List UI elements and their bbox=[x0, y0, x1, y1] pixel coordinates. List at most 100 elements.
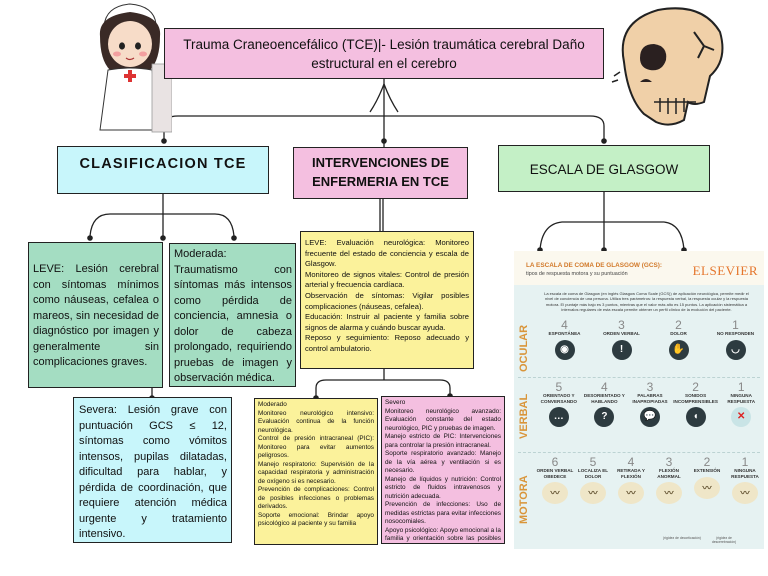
figure-icon: 〰 bbox=[694, 476, 720, 499]
gcs-label: ORDEN VERBAL OBEDECE bbox=[536, 468, 574, 479]
intervencion-moderado-item: Manejo respiratorio: Supervisión de la c… bbox=[258, 460, 374, 485]
intervencion-leve-item: Reposo y seguimiento: Reposo adecuado y … bbox=[305, 333, 469, 353]
intervencion-severo: Severo Monitoreo neurológico avanzado: E… bbox=[381, 396, 505, 544]
gcs-label: ESPONTÁNEA bbox=[548, 331, 581, 336]
infographic-subtitle: tipos de respuesta motora y su puntuació… bbox=[526, 271, 628, 277]
gcs-score: 3 bbox=[646, 380, 654, 394]
gcs-score: 1 bbox=[732, 318, 739, 332]
skull-illustration bbox=[611, 7, 724, 126]
gcs-score: 2 bbox=[692, 380, 699, 394]
intervencion-leve-item: Monitoreo de signos vitales: Control de … bbox=[305, 269, 469, 290]
question-icon: ? bbox=[594, 407, 615, 427]
intervencion-moderado-item: Moderado bbox=[258, 401, 287, 408]
intervencion-leve: LEVE: Evaluación neurológica: Monitoreo … bbox=[300, 231, 474, 369]
intervencion-moderado-item: Control de presión intracraneal (PIC): M… bbox=[258, 435, 374, 459]
gcs-label: RETIRADA Y FLEXIÓN bbox=[617, 468, 645, 479]
gcs-score: 2 bbox=[703, 455, 711, 469]
intervencion-severo-item: Soporte respiratorio avanzado: Manejo de… bbox=[385, 450, 501, 474]
clasificacion-severa: Severa: Lesión grave con puntuación GCS … bbox=[73, 397, 232, 543]
clasificacion-heading: CLASIFICACION TCE bbox=[57, 146, 269, 194]
gcs-section-ocular: OCULAR bbox=[518, 324, 530, 372]
main-title: Trauma Craneoencefálico (TCE)|- Lesión t… bbox=[164, 28, 604, 79]
intervencion-severo-item: Monitoreo neurológico avanzado: Evaluaci… bbox=[385, 407, 501, 432]
gcs-label: SONIDOS INCOMPRENSIBLES bbox=[673, 393, 718, 404]
gcs-score: 3 bbox=[618, 318, 625, 332]
no-speech-icon: ✕ bbox=[731, 407, 752, 427]
hand-icon: ✋ bbox=[668, 339, 689, 360]
infographic-title: LA ESCALA DE COMA DE GLASGOW (GCS): bbox=[526, 262, 662, 269]
intervencion-severo-item: Prevención de infecciones: Uso de medida… bbox=[385, 501, 501, 525]
intervenciones-heading: INTERVENCIONES DE ENFERMERIA EN TCE bbox=[293, 147, 468, 199]
gcs-score: 3 bbox=[665, 455, 673, 469]
figure-icon: 〰 bbox=[732, 482, 758, 504]
gcs-score: 4 bbox=[627, 455, 635, 469]
gcs-score: 1 bbox=[741, 455, 749, 469]
gcs-label: NINGUNA RESPUESTA bbox=[727, 393, 756, 404]
gcs-label: LOCALIZA EL DOLOR bbox=[577, 468, 609, 479]
glasgow-infographic: LA ESCALA DE COMA DE GLASGOW (GCS): tipo… bbox=[514, 251, 764, 549]
gcs-score: 4 bbox=[601, 380, 608, 394]
intervencion-severo-item: Manejo estricto de PIC: Intervenciones p… bbox=[385, 433, 501, 449]
gcs-label: ORDEN VERBAL bbox=[603, 331, 640, 336]
speech-icon: … bbox=[548, 407, 569, 427]
clasificacion-leve: LEVE: Lesión cerebral con síntomas mínim… bbox=[28, 242, 163, 388]
gcs-score: 2 bbox=[675, 318, 682, 332]
gcs-label: DESORIENTADO Y HABLANDO bbox=[583, 393, 625, 404]
gcs-note: (rigidez de decorticación) bbox=[663, 536, 701, 540]
gcs-score: 5 bbox=[555, 380, 563, 394]
intervencion-severo-item: Manejo de líquidos y nutrición: Control … bbox=[385, 475, 501, 500]
gcs-score: 6 bbox=[551, 455, 559, 469]
gcs-label: NINGUNA RESPUESTA bbox=[731, 468, 759, 479]
intervencion-severo-item: Severo bbox=[385, 399, 406, 406]
gcs-label: FLEXIÓN ANORMAL bbox=[657, 468, 681, 479]
exclamation-icon: ! bbox=[611, 339, 632, 360]
intervencion-moderado-item: Soporte emocional: Brindar apoyo psicoló… bbox=[258, 511, 374, 528]
intervencion-leve-item: LEVE: Evaluación neurológica: Monitoreo … bbox=[305, 238, 469, 269]
figure-icon: 〰 bbox=[656, 482, 682, 504]
gcs-score: 5 bbox=[589, 455, 597, 469]
gcs-section-verbal: VERBAL bbox=[518, 393, 530, 439]
gcs-separator bbox=[518, 452, 760, 453]
gcs-score: 1 bbox=[737, 380, 745, 394]
infographic-intro: La escala de coma de Glasgow (en inglés … bbox=[544, 291, 749, 313]
gcs-note: (rigidez de descerebración) bbox=[711, 536, 737, 544]
figure-icon: 〰 bbox=[580, 482, 606, 504]
intervencion-moderado-item: Prevención de complicaciones: Control de… bbox=[258, 486, 374, 510]
figure-icon: 〰 bbox=[618, 482, 644, 504]
figure-icon: 〰 bbox=[542, 482, 568, 504]
gcs-label: PALABRAS INAPROPIADAS bbox=[632, 393, 668, 404]
intervencion-moderado-item: Monitoreo neurológico intensivo: Evaluac… bbox=[258, 409, 374, 434]
gcs-label: EXTENSIÓN bbox=[693, 468, 721, 473]
nurse-illustration bbox=[99, 3, 172, 133]
gcs-label: DOLOR bbox=[670, 331, 687, 336]
intervencion-moderado: Moderado Monitoreo neurológico intensivo… bbox=[254, 398, 378, 545]
intervencion-leve-item: Educación: Instruir al paciente y famili… bbox=[305, 312, 469, 332]
gcs-label: ORIENTADO Y CONVERSANDO bbox=[540, 393, 577, 404]
publisher-logo: ELSEVIER bbox=[692, 263, 758, 278]
speech-bubble-icon: 💬 bbox=[639, 407, 660, 427]
gcs-separator bbox=[518, 377, 760, 378]
intervencion-leve-item: Observación de síntomas: Vigilar posible… bbox=[305, 290, 469, 311]
gcs-label: NO RESPONDEN bbox=[716, 331, 755, 336]
gcs-section-motora: MOTORA bbox=[518, 475, 530, 524]
ear-icon: ◖ bbox=[685, 407, 706, 427]
closed-eye-icon: ◡ bbox=[725, 339, 746, 360]
gcs-score: 4 bbox=[561, 318, 568, 332]
escala-glasgow-heading: ESCALA DE GLASGOW bbox=[498, 145, 710, 192]
clasificacion-moderada: Moderada: Traumatismo con síntomas más i… bbox=[169, 243, 296, 387]
